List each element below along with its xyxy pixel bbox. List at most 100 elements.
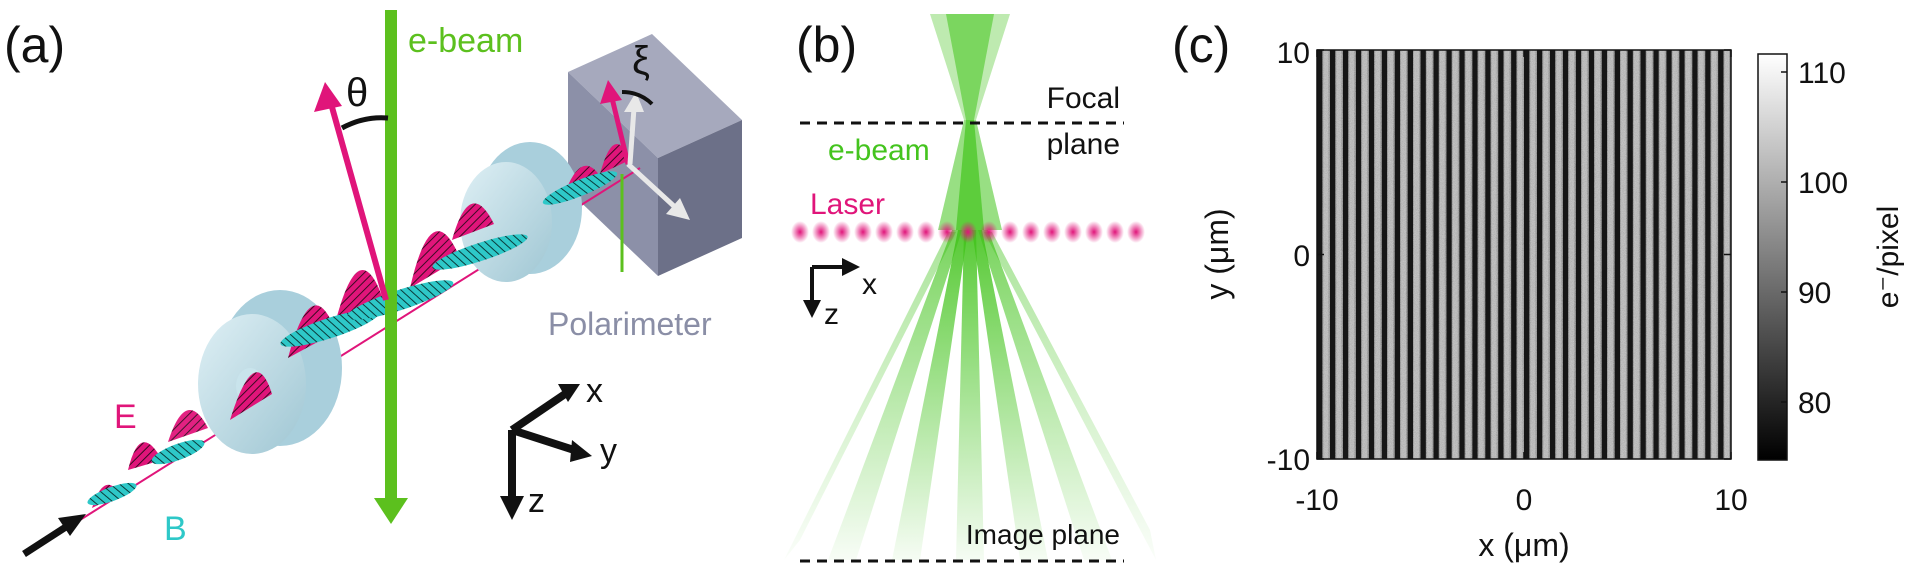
- fringe-bright: [1621, 50, 1626, 459]
- fringe-bright: [1711, 50, 1717, 459]
- xtick-label-right: 10: [1714, 484, 1747, 517]
- fringe-bright: [1659, 50, 1665, 459]
- plot-ticks: [1316, 49, 1732, 460]
- colorbar-ticks: [1781, 71, 1787, 403]
- cb-tick-100: 100: [1798, 167, 1848, 200]
- fringe-bright: [1672, 50, 1678, 459]
- fringe-bright: [1491, 50, 1497, 459]
- fringe-dark: [1601, 50, 1608, 459]
- fringe-bright: [1375, 50, 1381, 459]
- polarimeter-label: Polarimeter: [548, 306, 712, 342]
- ebeam-label: e-beam: [408, 22, 523, 60]
- panel-c: (c) 10 0 -10 -10 0 10 x (μm) y (μm) 110 …: [1172, 17, 1905, 563]
- panel-a: (a) Polarimeter: [4, 10, 742, 557]
- fringe-dark: [1342, 50, 1349, 459]
- fringe-bright: [1336, 50, 1342, 459]
- fringe-bright: [1556, 50, 1562, 459]
- fringe-bright: [1426, 50, 1432, 459]
- axis-y-label: y: [600, 432, 617, 470]
- laser-label: Laser: [810, 188, 885, 221]
- y-axis-label: y (μm): [1199, 208, 1235, 299]
- cb-tick-90: 90: [1798, 277, 1831, 310]
- cb-tick-80: 80: [1798, 387, 1831, 420]
- fringe-dark: [1666, 50, 1672, 459]
- fringe-bright: [1504, 50, 1510, 459]
- fringe-dark: [1524, 50, 1530, 459]
- theta-label: θ: [346, 71, 368, 115]
- fringe-bright: [1608, 50, 1614, 459]
- fringe-dark: [1472, 50, 1478, 459]
- fringe-bright: [1595, 50, 1601, 459]
- fringe-bright: [1323, 50, 1329, 459]
- fringe-bright: [1685, 50, 1691, 459]
- fringe-dark: [1718, 50, 1724, 459]
- panel-b: (b) Laser Focal p: [784, 14, 1156, 563]
- input-arrow: [22, 514, 86, 557]
- fringe-dark: [1407, 50, 1413, 459]
- axis-z-label-b: z: [824, 298, 839, 331]
- fringe-dark: [1511, 50, 1517, 459]
- fringe-dark: [1368, 50, 1375, 459]
- b-field-label: B: [164, 510, 187, 548]
- axis-x-label-b: x: [862, 268, 877, 301]
- xtick-label-mid: 0: [1516, 484, 1533, 517]
- x-axis-label: x (μm): [1478, 527, 1569, 563]
- fringe-dark: [1679, 50, 1685, 459]
- diffracted-beams: [784, 230, 1156, 560]
- axis-x-label: x: [586, 372, 603, 410]
- fringe-bright: [1569, 50, 1575, 459]
- focal-plane-label-1: Focal: [1047, 82, 1120, 115]
- image-plane-label: Image plane: [966, 519, 1120, 550]
- fringe-dark: [1549, 50, 1556, 459]
- fringe-dark: [1692, 50, 1698, 459]
- fringe-bright: [1362, 50, 1368, 459]
- focal-plane-label-2: plane: [1047, 128, 1120, 161]
- b-field-wave: [87, 171, 618, 506]
- fringe-dark: [1640, 50, 1646, 459]
- fringe-dark: [1394, 50, 1401, 459]
- fringe-heatmap: [1317, 50, 1731, 459]
- fringe-dark: [1381, 50, 1388, 459]
- ebeam-arrow: [374, 10, 408, 524]
- fringe-bright: [1401, 50, 1407, 459]
- cb-tick-110: 110: [1798, 57, 1846, 90]
- ytick-label-top: 10: [1277, 37, 1310, 70]
- fringe-dark: [1562, 50, 1569, 459]
- ytick-label-bottom: -10: [1267, 444, 1310, 477]
- ytick-label-mid: 0: [1293, 240, 1310, 273]
- fringe-bright: [1439, 50, 1445, 459]
- fringe-dark: [1614, 50, 1620, 459]
- fringe-dark: [1536, 50, 1543, 459]
- polarimeter-axes: [600, 80, 690, 272]
- fringe-bright: [1349, 50, 1355, 459]
- fringe-dark: [1459, 50, 1465, 459]
- fringe-dark: [1705, 50, 1711, 459]
- fringe-dark: [1485, 50, 1491, 459]
- fringe-bright: [1517, 50, 1523, 459]
- colorbar-label: e⁻/pixel: [1872, 206, 1905, 309]
- theta-arrow: [314, 82, 389, 301]
- fringe-dark: [1627, 50, 1633, 459]
- coordinate-triad: [500, 384, 592, 520]
- fringe-dark: [1446, 50, 1452, 459]
- xtick-label-left: -10: [1295, 484, 1338, 517]
- fringe-dark: [1653, 50, 1659, 459]
- laser-standing-wave: [791, 221, 1145, 243]
- fringe-bright: [1582, 50, 1588, 459]
- fringe-bright: [1452, 50, 1458, 459]
- panel-b-label: (b): [796, 17, 857, 73]
- e-field-label: E: [114, 398, 137, 436]
- fringe-bright: [1543, 50, 1549, 459]
- fringe-bright: [1698, 50, 1704, 459]
- colorbar: [1757, 53, 1788, 461]
- fringe-dark: [1498, 50, 1504, 459]
- fringe-bright: [1646, 50, 1652, 459]
- fringe-dark: [1355, 50, 1362, 459]
- axis-z-label: z: [528, 482, 545, 520]
- fringe-dark: [1575, 50, 1582, 459]
- panel-c-label: (c): [1172, 17, 1230, 73]
- fringe-dark: [1433, 50, 1439, 459]
- fringe-bright: [1633, 50, 1639, 459]
- xi-label: ξ: [632, 39, 650, 83]
- ebeam-cone: [930, 14, 1010, 230]
